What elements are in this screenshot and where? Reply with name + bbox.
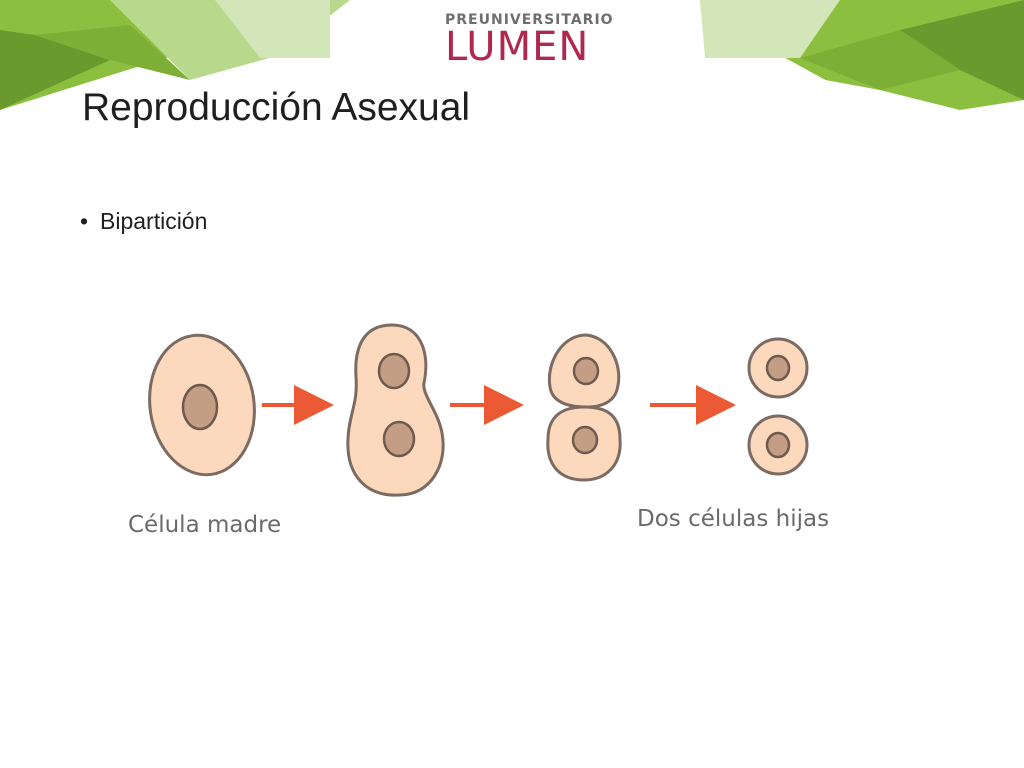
mother-cell-label: Célula madre	[128, 512, 281, 538]
header-banner	[0, 0, 1024, 110]
bullet-list: • Bipartición	[80, 208, 207, 235]
mother-cell	[148, 333, 256, 477]
bullet-item: • Bipartición	[80, 208, 207, 235]
logo: PREUNIVERSITARIO LUMEN	[445, 12, 614, 70]
bullet-dot: •	[80, 208, 89, 234]
banner-right-light	[680, 0, 880, 110]
banner-right-mid	[800, 30, 960, 90]
pinching-cell-nucleus-bottom	[571, 425, 599, 455]
bullet-text: Bipartición	[100, 208, 208, 234]
banner-left-dark	[0, 30, 110, 110]
banner-right-dark	[900, 0, 1024, 100]
slide-title: Reproducción Asexual	[82, 86, 471, 129]
logo-main-text: LUMEN	[445, 24, 590, 70]
binary-fission-diagram: Célula madre Dos células hijas	[128, 323, 829, 538]
dividing-cell-nucleus-top	[377, 352, 411, 390]
dividing-cell	[346, 323, 445, 497]
pinching-cell	[546, 333, 622, 482]
daughter-cell-bottom-nucleus	[765, 431, 791, 459]
daughter-cell-top-nucleus	[765, 354, 791, 382]
banner-left-mid	[35, 25, 190, 80]
dividing-cell-body	[346, 323, 445, 497]
daughter-cells-label: Dos células hijas	[637, 506, 829, 532]
banner-right-white	[705, 58, 1024, 110]
banner-right-pale	[700, 0, 840, 58]
banner-center	[350, 0, 680, 110]
logo-top-text: PREUNIVERSITARIO	[445, 12, 614, 28]
daughter-cells	[747, 337, 809, 476]
pinching-cell-nucleus-top	[572, 356, 600, 386]
banner-left-pale	[215, 0, 330, 58]
mother-cell-nucleus	[181, 383, 219, 431]
dividing-cell-nucleus-bottom	[382, 420, 416, 458]
